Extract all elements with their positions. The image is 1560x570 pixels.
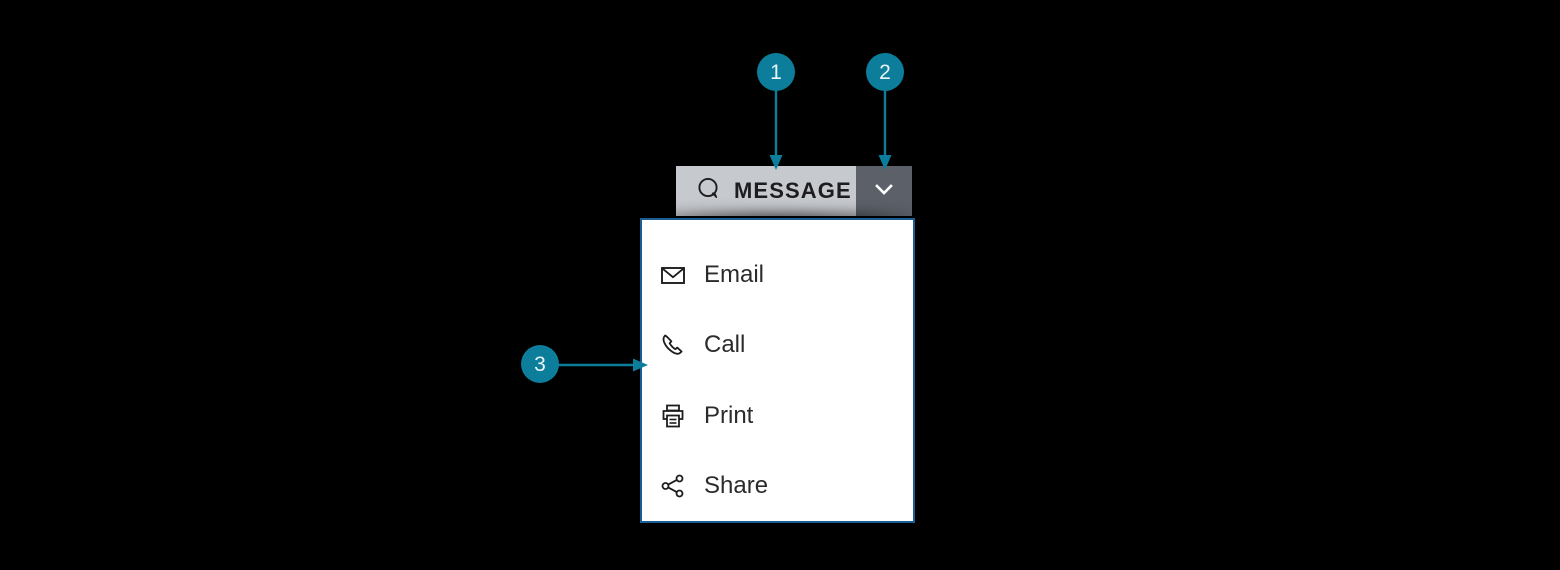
menu-item-label: Call xyxy=(704,331,746,359)
callout-badge-number: 3 xyxy=(534,352,546,376)
callout-badge-number: 1 xyxy=(770,60,782,84)
callout-badge-1: 1 xyxy=(757,53,795,91)
callout-badge-2: 2 xyxy=(866,53,904,91)
callout-badge-3: 3 xyxy=(521,345,559,383)
split-button[interactable]: MESSAGE xyxy=(676,166,912,216)
dropdown-menu[interactable]: Email Call xyxy=(640,218,915,523)
menu-item-label: Print xyxy=(704,401,754,429)
menu-item-label: Email xyxy=(704,261,765,289)
envelope-icon xyxy=(658,261,688,289)
message-bubble-icon xyxy=(696,176,722,207)
share-nodes-icon xyxy=(658,472,688,500)
chevron-down-icon xyxy=(869,174,899,209)
menu-item-share[interactable]: Share xyxy=(642,451,913,521)
dropdown-menu-wrapper: Email Call xyxy=(618,212,937,549)
menu-item-email[interactable]: Email xyxy=(642,240,913,310)
printer-icon xyxy=(658,402,688,430)
message-button[interactable]: MESSAGE xyxy=(676,166,856,216)
menu-item-print[interactable]: Print xyxy=(642,381,913,451)
phone-icon xyxy=(658,331,688,359)
menu-item-call[interactable]: Call xyxy=(642,310,913,380)
dropdown-toggle[interactable] xyxy=(856,166,912,216)
callout-badge-number: 2 xyxy=(879,60,891,84)
menu-item-label: Share xyxy=(704,471,769,499)
message-button-label: MESSAGE xyxy=(734,178,852,203)
